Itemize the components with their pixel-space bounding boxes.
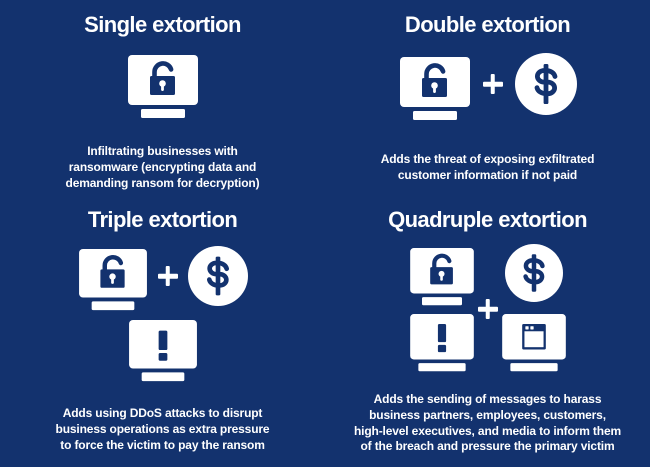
plus-icon	[157, 265, 179, 287]
panel-single-extortion: Single extortion Infiltrating businesses…	[0, 0, 325, 200]
dollar-coin-icon	[514, 53, 577, 115]
icon-row	[409, 244, 567, 374]
panel-description: Adds the sending of messages to harass b…	[353, 392, 622, 454]
monitor-lock-icon	[409, 248, 475, 308]
monitor-lock-icon	[78, 249, 148, 313]
monitor-browser-icon	[501, 314, 567, 374]
panel-quadruple-extortion: Quadruple extortion	[325, 200, 650, 467]
monitor-lock-icon	[399, 57, 471, 123]
icon-row	[127, 55, 199, 121]
icon-row	[399, 53, 577, 127]
icon-row	[78, 246, 248, 384]
plus-icon	[477, 298, 499, 320]
panel-triple-extortion: Triple extortion	[0, 200, 325, 467]
monitor-alert-icon	[409, 314, 475, 374]
panel-title: Triple extortion	[87, 207, 238, 232]
panel-description: Adds the threat of exposing exfiltrated …	[380, 152, 595, 182]
dollar-coin-icon	[504, 244, 563, 302]
dollar-coin-icon	[187, 246, 248, 306]
panel-description: Adds using DDoS attacks to disrupt busin…	[55, 406, 270, 452]
monitor-lock-icon	[127, 55, 199, 121]
panel-title: Quadruple extortion	[388, 207, 587, 232]
panel-double-extortion: Double extortion	[325, 0, 650, 200]
panel-description: Infiltrating businesses with ransomware …	[65, 144, 260, 190]
monitor-alert-icon	[128, 320, 198, 384]
plus-icon	[482, 73, 504, 95]
panel-title: Double extortion	[404, 12, 571, 37]
panel-title: Single extortion	[84, 12, 241, 37]
